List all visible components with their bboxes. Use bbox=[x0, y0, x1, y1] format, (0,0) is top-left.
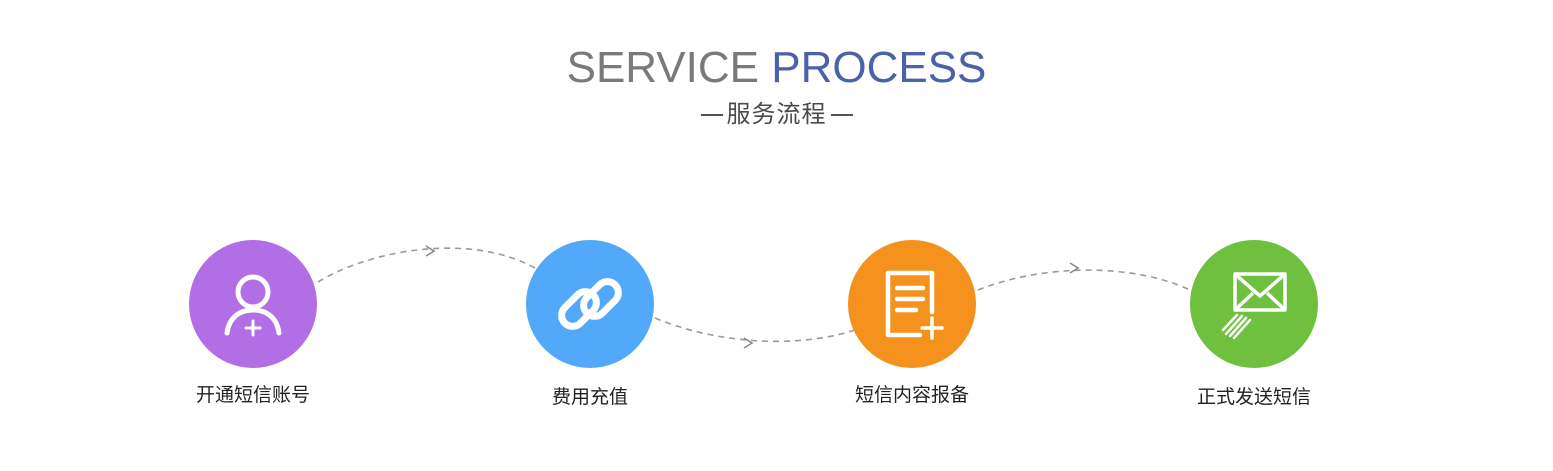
step-label-4: 正式发送短信 bbox=[1196, 386, 1311, 408]
section-title: SERVICE PROCESS bbox=[0, 40, 1553, 96]
document-add-icon bbox=[848, 240, 976, 368]
subtitle-dash-right bbox=[830, 114, 853, 116]
title-part-process: PROCESS bbox=[771, 43, 987, 92]
arrow-head-1 bbox=[425, 245, 436, 257]
arrow-head-3 bbox=[1069, 262, 1080, 274]
step-recharge: 费用充值 bbox=[490, 240, 690, 410]
connector-1-2 bbox=[317, 247, 536, 283]
connector-3-4 bbox=[977, 269, 1191, 291]
connector-2-3 bbox=[654, 317, 856, 343]
step-circle-2 bbox=[526, 240, 654, 368]
step-label-2: 费用充值 bbox=[551, 386, 628, 408]
arrow-head-2 bbox=[743, 337, 754, 349]
subtitle-text: 服务流程 bbox=[726, 100, 827, 128]
link-icon bbox=[526, 240, 654, 368]
section-subtitle: 服务流程 bbox=[0, 98, 1553, 130]
step-circle-3 bbox=[848, 240, 976, 368]
step-open-account: 开通短信账号 bbox=[153, 240, 353, 408]
step-circle-1 bbox=[189, 240, 317, 368]
step-label-1: 开通短信账号 bbox=[195, 384, 310, 406]
title-part-service: SERVICE bbox=[566, 43, 759, 92]
send-mail-icon bbox=[1190, 240, 1318, 368]
step-content-filing: 短信内容报备 bbox=[812, 240, 1012, 408]
step-circle-4 bbox=[1190, 240, 1318, 368]
step-label-3: 短信内容报备 bbox=[854, 384, 969, 406]
step-send-sms: 正式发送短信 bbox=[1154, 240, 1354, 410]
add-user-icon bbox=[189, 240, 317, 368]
subtitle-dash-left bbox=[700, 114, 723, 116]
section-header: SERVICE PROCESS 服务流程 bbox=[0, 40, 1553, 130]
